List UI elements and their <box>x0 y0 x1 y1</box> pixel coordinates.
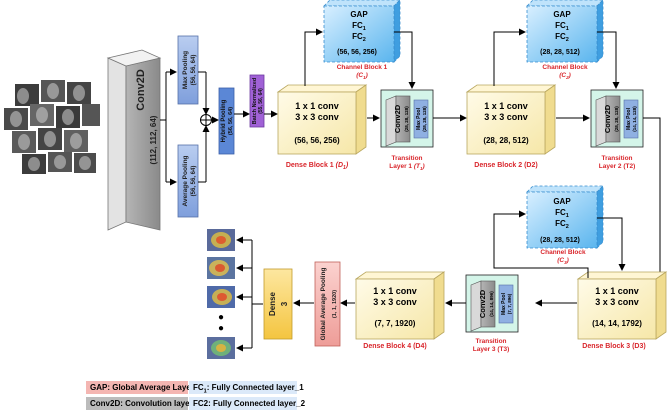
t2-label2: Layer 2 (T2) <box>599 163 636 170</box>
t2-pool-shape: (14, 14, 128) <box>632 106 637 132</box>
pool-to-adder-connectors <box>198 71 210 183</box>
dense1-channel1-connectors <box>304 28 416 122</box>
dense2-label: Dense Block 2 (D2) <box>474 162 537 169</box>
output-bracket-connectors <box>236 236 263 352</box>
cb3-fc1: FC1 <box>555 208 569 219</box>
max-pooling-shape: (56, 56, 64) <box>191 55 197 86</box>
batch-norm-shape: (55, 56, 64) <box>258 88 264 114</box>
cb2-fc2: FC2 <box>555 32 569 43</box>
t2-conv-shape: (28, 28, 128) <box>614 106 619 132</box>
cb3-fc2: FC2 <box>555 219 569 230</box>
batch-normalized-block: Batch Normalized (55, 56, 64) <box>249 74 265 128</box>
cb3-label-sub: (C3) <box>557 257 569 265</box>
chest-xray-stack-icon <box>4 80 100 174</box>
hybrid-pooling-name: Hybrid Pooling <box>221 99 227 142</box>
t2-label1: Transition <box>601 155 632 162</box>
channel-block-3: GAP FC1 FC2 (28, 28, 512) <box>526 185 604 249</box>
dense4-shape: (7, 7, 1920) <box>375 319 416 328</box>
hybrid-pooling-shape: (56, 56, 64) <box>228 107 234 135</box>
cb1-shape: (56, 56, 256) <box>337 49 377 56</box>
dense3-line1: 1 x 1 conv <box>595 286 639 296</box>
t1-pool: Max Pool <box>416 107 422 130</box>
t3-label1: Transition <box>475 338 506 345</box>
dense2-shape: (28, 28, 512) <box>483 136 529 145</box>
transition-layer-1: Conv2D (28, 28, 128) Max Pool (28, 28, 1… <box>380 89 434 148</box>
sum-operator-icon <box>200 114 212 126</box>
dense1-line1: 1 x 1 conv <box>295 101 339 111</box>
conv-to-pool-connectors <box>160 68 177 186</box>
channel-block-2: GAP FC1 FC2 (28, 28, 512) <box>526 0 604 63</box>
cb1-label-sub: (C1) <box>356 72 368 80</box>
gap-layer-name: Global Average Pooling <box>320 268 327 341</box>
dense-output-name: Dense <box>268 291 277 316</box>
t3-conv-shape: (14, 14, 896) <box>489 291 494 317</box>
t1-label1: Transition <box>391 155 422 162</box>
cb3-gap: GAP <box>553 197 571 206</box>
cb2-label: Channel Block <box>542 64 588 71</box>
t1-label2: Layer 1 (T1) <box>389 163 424 171</box>
dense3-line2: 3 x 3 conv <box>595 297 639 307</box>
ellipsis-dot-2: ● <box>218 323 224 334</box>
cb2-shape: (28, 28, 512) <box>540 49 580 56</box>
dense3-shape: (14, 14, 1792) <box>592 319 642 328</box>
dense2-line2: 3 x 3 conv <box>484 112 528 122</box>
dense1-line2: 3 x 3 conv <box>295 112 339 122</box>
global-average-pooling-block: Global Average Pooling (1, 1, 1920) <box>314 261 341 347</box>
dense-block-1: 1 x 1 conv 3 x 3 conv (56, 56, 256) <box>276 84 368 155</box>
dense3-label: Dense Block 3 (D3) <box>582 343 645 350</box>
dense1-shape: (56, 56, 256) <box>294 136 340 145</box>
dense3-channel3-connectors <box>493 210 626 307</box>
dense-output-block: Dense 3 <box>263 268 293 340</box>
cb2-fc1: FC1 <box>555 21 569 32</box>
dense2-line1: 1 x 1 conv <box>484 101 528 111</box>
avg-pooling-name: Average Pooling <box>182 155 189 206</box>
t1-conv: Conv2D <box>393 104 402 133</box>
conv2d-main-block: Conv2D (112, 112, 64) <box>106 49 162 231</box>
dense-block-2: 1 x 1 conv 3 x 3 conv (28, 28, 512) <box>465 84 557 155</box>
dense2-channel2-connectors <box>493 28 620 122</box>
dense4-line1: 1 x 1 conv <box>373 286 417 296</box>
conv2d-main-name: Conv2D <box>135 69 147 111</box>
t1-pool-shape: (28, 28, 128) <box>422 106 427 132</box>
transition-layer-2: Conv2D (28, 28, 128) Max Pool (14, 14, 1… <box>590 89 644 148</box>
t2-conv: Conv2D <box>603 104 612 133</box>
t2-pool: Max Pool <box>626 107 632 130</box>
cb3-shape: (28, 28, 512) <box>540 237 580 244</box>
ellipsis-dot-1: ● <box>218 312 224 323</box>
avg-pooling-shape: (56, 56, 64) <box>191 166 197 197</box>
cb3-label: Channel Block <box>540 249 586 256</box>
dense4-label: Dense Block 4 (D4) <box>363 343 426 350</box>
dense-output-value: 3 <box>280 301 289 306</box>
dense-block-4: 1 x 1 conv 3 x 3 conv (7, 7, 1920) <box>354 271 446 340</box>
cb1-fc2: FC2 <box>352 32 366 43</box>
batch-norm-name: Batch Normalized <box>252 78 258 124</box>
dense4-line2: 3 x 3 conv <box>373 297 417 307</box>
average-pooling-block: Average Pooling (56, 56, 64) <box>177 144 199 218</box>
gap-layer-shape: (1, 1, 1920) <box>332 290 338 318</box>
cb2-label-sub: (C2) <box>559 72 571 80</box>
hybrid-pooling-block: Hybrid Pooling (56, 56, 64) <box>218 87 235 155</box>
cb1-gap: GAP <box>350 10 368 19</box>
transition-layer-3: Conv2D (14, 14, 896) Max Pool (7, 7, 896… <box>465 274 519 333</box>
cb2-gap: GAP <box>553 10 571 19</box>
t3-label2: Layer 3 (T3) <box>473 346 510 353</box>
channel-block-1: GAP FC1 FC2 (56, 56, 256) <box>323 0 401 63</box>
t3-conv: Conv2D <box>478 289 487 318</box>
cb1-fc1: FC1 <box>352 21 366 32</box>
max-pooling-block: Max Pooling (56, 56, 64) <box>177 35 199 105</box>
max-pooling-name: Max Pooling <box>182 51 189 89</box>
dense1-label: Dense Block 1 (D1) <box>286 162 349 171</box>
t3-pool: Max Pool <box>501 292 507 315</box>
cb1-label: Channel Block 1 <box>337 64 388 71</box>
conv2d-main-shape: (112, 112, 64) <box>149 115 158 164</box>
dense-block-3: 1 x 1 conv 3 x 3 conv (14, 14, 1792) <box>576 271 668 340</box>
t1-conv-shape: (28, 28, 128) <box>404 106 409 132</box>
t3-pool-shape: (7, 7, 896) <box>507 293 512 314</box>
heatmap-xray-icon <box>207 229 235 359</box>
